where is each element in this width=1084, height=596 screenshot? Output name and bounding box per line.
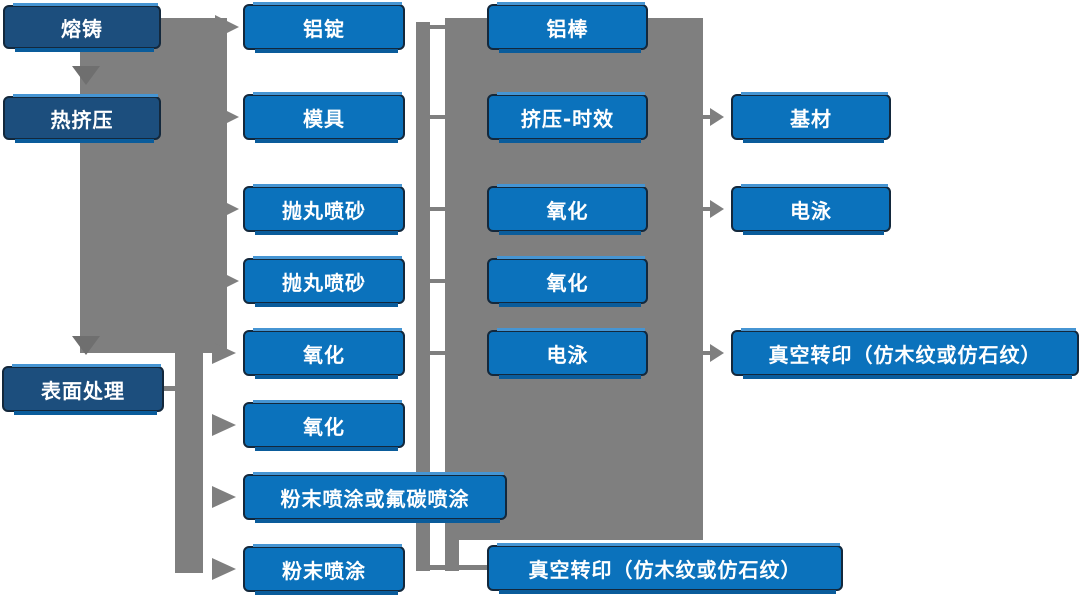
connector-left-lower-band <box>175 353 203 573</box>
connector-row8-line <box>430 565 488 570</box>
node-label: 模具 <box>303 106 345 131</box>
node-oxidation-3: 氧化 <box>487 184 648 235</box>
node-electrophoresis-1: 电泳 <box>487 328 648 379</box>
node-vacuum-transfer-1: 真空转印（仿木纹或仿石纹） <box>487 543 843 594</box>
arrow-to-mold-icon <box>215 105 239 129</box>
node-label: 电泳 <box>546 342 589 367</box>
node-powder-or-fluorocarbon: 粉末喷涂或氟碳喷涂 <box>243 472 507 523</box>
node-mold: 模具 <box>243 92 405 143</box>
connector-vacuum-transfer-2-stub <box>701 351 711 355</box>
node-label: 热挤压 <box>50 107 114 132</box>
node-vacuum-transfer-2: 真空转印（仿木纹或仿石纹） <box>731 328 1079 379</box>
node-label: 基材 <box>790 106 832 131</box>
arrow-to-ingot-icon <box>215 15 239 39</box>
node-label: 氧化 <box>303 414 345 439</box>
arrow-to-powder-fluoro-icon <box>212 486 236 508</box>
node-surface-treatment: 表面处理 <box>2 364 164 415</box>
node-label: 抛丸喷砂 <box>282 270 366 295</box>
connector-row3-line <box>430 207 446 211</box>
arrow-to-powder-icon <box>212 558 236 580</box>
connector-electrophoresis-2-stub <box>701 207 711 211</box>
node-shot-blast-2: 抛丸喷砂 <box>243 256 405 307</box>
arrow-to-oxidation-1-icon <box>212 342 236 364</box>
node-oxidation-4: 氧化 <box>487 256 648 307</box>
node-electrophoresis-2: 电泳 <box>731 184 891 235</box>
connector-hub-band <box>80 18 227 353</box>
node-label: 表面处理 <box>41 378 125 403</box>
node-powder-coating: 粉末喷涂 <box>243 544 405 595</box>
arrow-to-vacuum-transfer-2-icon <box>710 344 724 362</box>
connector-row5-line <box>430 351 446 355</box>
connector-right-block-tail <box>445 540 459 571</box>
node-oxidation-1: 氧化 <box>243 328 405 379</box>
node-label: 铝棒 <box>546 16 589 41</box>
node-hot-extrusion: 热挤压 <box>3 94 161 143</box>
node-base-material: 基材 <box>731 92 891 143</box>
connector-base-material-stub <box>701 115 711 119</box>
node-label: 粉末喷涂 <box>282 558 366 583</box>
arrow-to-shot-blast-2-icon <box>215 269 239 293</box>
node-aluminum-rod: 铝棒 <box>487 2 648 53</box>
connector-row1-line <box>430 25 446 29</box>
node-label: 铝锭 <box>303 16 345 41</box>
node-label: 电泳 <box>790 198 832 223</box>
node-label: 挤压-时效 <box>520 106 615 131</box>
node-label: 氧化 <box>546 198 589 223</box>
node-oxidation-2: 氧化 <box>243 400 405 451</box>
node-label: 氧化 <box>546 270 589 295</box>
arrow-to-shot-blast-1-icon <box>215 197 239 221</box>
node-aluminum-ingot: 铝锭 <box>243 2 405 53</box>
node-extrusion-aging: 挤压-时效 <box>487 92 648 143</box>
node-label: 氧化 <box>303 342 345 367</box>
connector-surface-stub <box>163 386 177 391</box>
arrow-to-oxidation-2-icon <box>212 414 236 436</box>
node-label: 真空转印（仿木纹或仿石纹） <box>768 342 1042 367</box>
connector-row4-line <box>430 279 446 283</box>
node-label: 熔铸 <box>61 16 103 41</box>
arrow-down-to-hot-extrusion-icon <box>72 66 100 85</box>
node-shot-blast-1: 抛丸喷砂 <box>243 184 405 235</box>
arrow-down-to-surface-icon <box>72 336 100 355</box>
arrow-to-base-material-icon <box>710 108 724 126</box>
node-melting-casting: 熔铸 <box>3 3 161 52</box>
connector-row2-line <box>430 115 446 119</box>
node-label: 真空转印（仿木纹或仿石纹） <box>528 557 802 582</box>
node-label: 抛丸喷砂 <box>282 198 366 223</box>
connector-middle-bus <box>416 22 430 571</box>
node-label: 粉末喷涂或氟碳喷涂 <box>280 486 470 511</box>
arrow-to-electrophoresis-2-icon <box>710 200 724 218</box>
